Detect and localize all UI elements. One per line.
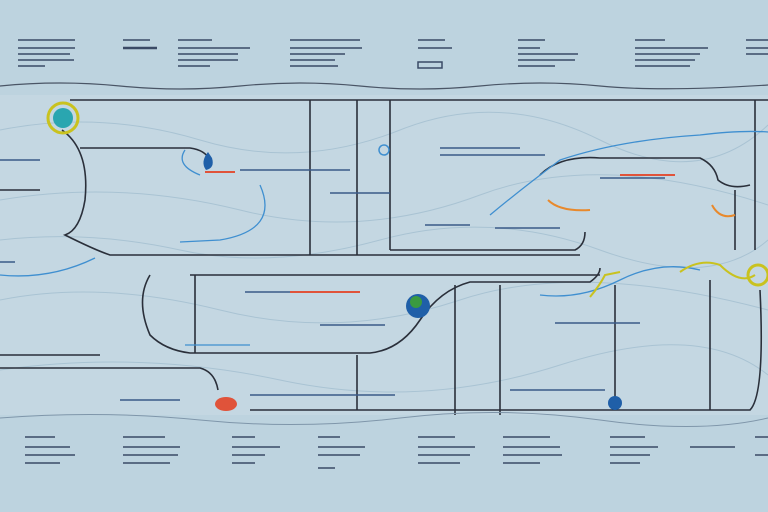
compass-icon[interactable]: [378, 144, 390, 156]
accent-marks: [205, 171, 756, 298]
bottom-shoreline: [0, 411, 768, 427]
shoreline: [0, 82, 768, 90]
spiral-marker-icon[interactable]: [406, 294, 430, 318]
footer-legend: [25, 436, 768, 469]
header-legend: [18, 39, 768, 69]
yellow-marker-icon[interactable]: [746, 263, 768, 287]
location-pin-icon[interactable]: [46, 101, 80, 135]
water-drop-icon[interactable]: [203, 152, 213, 170]
red-marker-icon[interactable]: [215, 397, 237, 411]
blue-marker-icon[interactable]: [608, 396, 622, 410]
rivers: [0, 130, 768, 346]
roads[interactable]: [0, 99, 768, 415]
map-labels: [0, 147, 665, 401]
